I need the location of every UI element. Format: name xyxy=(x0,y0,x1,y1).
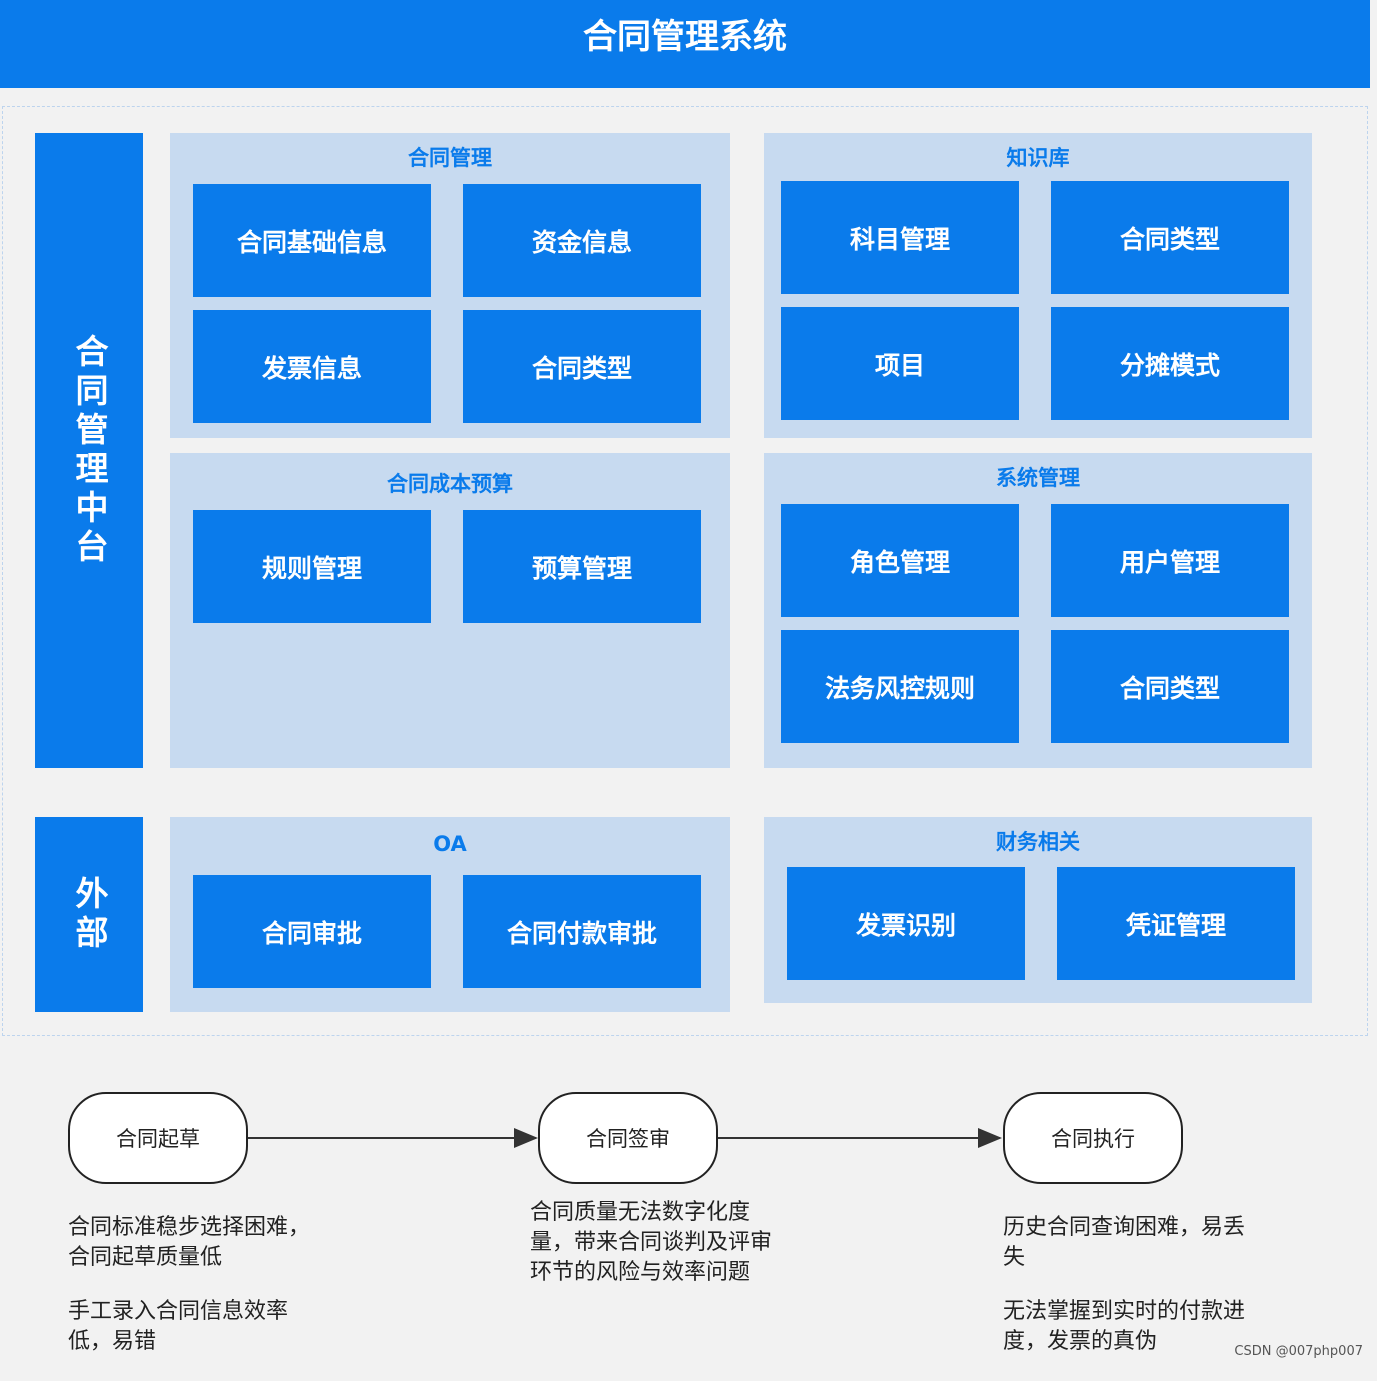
card-contract-payment-approval[interactable]: 合同付款审批 xyxy=(463,875,701,988)
card-role-management[interactable]: 角色管理 xyxy=(781,504,1019,617)
card-project[interactable]: 项目 xyxy=(781,307,1019,420)
card-legal-risk-rules[interactable]: 法务风控规则 xyxy=(781,630,1019,743)
panel-oa: OA 合同审批 合同付款审批 xyxy=(170,817,730,1012)
card-rule-management[interactable]: 规则管理 xyxy=(193,510,431,623)
card-subject-management[interactable]: 科目管理 xyxy=(781,181,1019,294)
panel-title: 合同管理 xyxy=(408,146,492,170)
card-fund-info[interactable]: 资金信息 xyxy=(463,184,701,297)
note-execute: 历史合同查询困难，易丢失 无法掌握到实时的付款进度，发票的真伪 xyxy=(1003,1213,1265,1381)
side-label-middle-platform: 合同管理中台 xyxy=(35,133,143,768)
card-user-management[interactable]: 用户管理 xyxy=(1051,504,1289,617)
note-draft: 合同标准稳步选择困难，合同起草质量低 手工录入合同信息效率低，易错 xyxy=(68,1213,330,1381)
page-title: 合同管理系统 xyxy=(0,0,1370,88)
flow-step-execute: 合同执行 xyxy=(1003,1092,1183,1184)
flow-step-draft: 合同起草 xyxy=(68,1092,248,1184)
note-paragraph: 合同标准稳步选择困难，合同起草质量低 xyxy=(68,1215,311,1270)
card-allocation-mode[interactable]: 分摊模式 xyxy=(1051,307,1289,420)
panel-title: OA xyxy=(433,832,467,856)
card-contract-type[interactable]: 合同类型 xyxy=(1051,181,1289,294)
note-paragraph: 历史合同查询困难，易丢失 xyxy=(1003,1215,1246,1270)
panel-title: 系统管理 xyxy=(996,466,1080,490)
panel-system-management: 系统管理 角色管理 用户管理 法务风控规则 合同类型 xyxy=(764,453,1312,768)
panel-title: 财务相关 xyxy=(996,830,1080,854)
card-budget-management[interactable]: 预算管理 xyxy=(463,510,701,623)
card-contract-approval[interactable]: 合同审批 xyxy=(193,875,431,988)
card-contract-basic-info[interactable]: 合同基础信息 xyxy=(193,184,431,297)
note-paragraph: 无法掌握到实时的付款进度，发票的真伪 xyxy=(1003,1299,1246,1354)
card-invoice-recognition[interactable]: 发票识别 xyxy=(787,867,1025,980)
panel-title: 知识库 xyxy=(1006,146,1070,170)
flow-step-review: 合同签审 xyxy=(538,1092,718,1184)
note-paragraph: 手工录入合同信息效率低，易错 xyxy=(68,1299,289,1354)
watermark: CSDN @007php007 xyxy=(1234,1344,1363,1359)
card-contract-type[interactable]: 合同类型 xyxy=(1051,630,1289,743)
panel-cost-budget: 合同成本预算 规则管理 预算管理 xyxy=(170,453,730,768)
side-label-external: 外部 xyxy=(35,817,143,1012)
panel-finance: 财务相关 发票识别 凭证管理 xyxy=(764,817,1312,1003)
panel-contract-management: 合同管理 合同基础信息 资金信息 发票信息 合同类型 xyxy=(170,133,730,438)
panel-knowledge-base: 知识库 科目管理 合同类型 项目 分摊模式 xyxy=(764,133,1312,438)
panel-title: 合同成本预算 xyxy=(387,472,513,496)
note-paragraph: 合同质量无法数字化度量，带来合同谈判及评审环节的风险与效率问题 xyxy=(530,1200,773,1285)
card-voucher-management[interactable]: 凭证管理 xyxy=(1057,867,1295,980)
note-review: 合同质量无法数字化度量，带来合同谈判及评审环节的风险与效率问题 xyxy=(530,1198,792,1312)
card-invoice-info[interactable]: 发票信息 xyxy=(193,310,431,423)
architecture-frame xyxy=(2,106,1368,1036)
card-contract-type[interactable]: 合同类型 xyxy=(463,310,701,423)
